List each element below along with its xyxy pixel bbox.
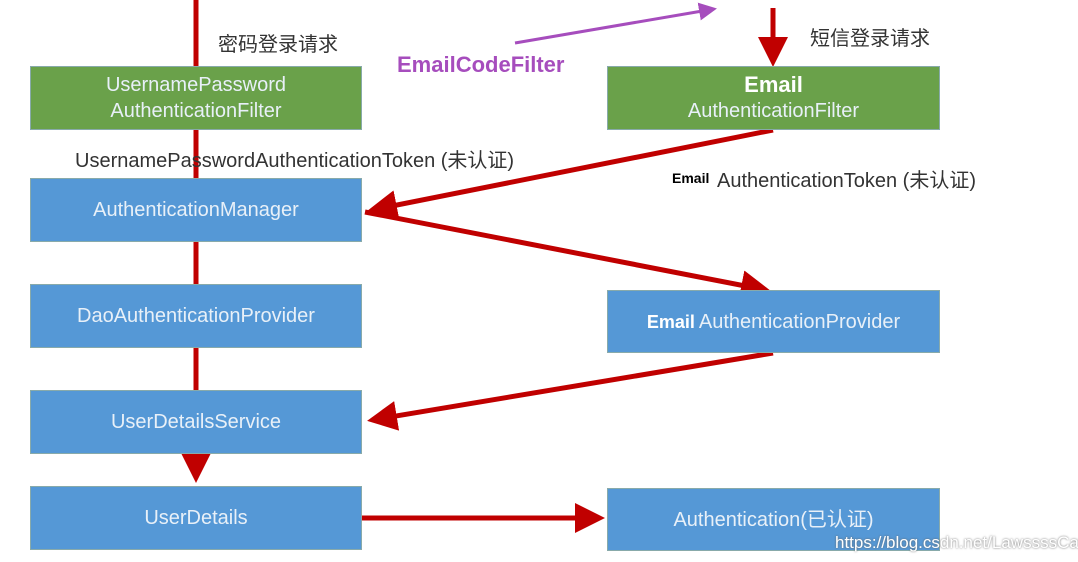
email-code-filter-label: EmailCodeFilter xyxy=(397,52,565,77)
user-details-service-box: UserDetailsService xyxy=(30,390,362,454)
email-provider-box: Email AuthenticationProvider xyxy=(607,290,940,353)
filter-to-manager-arrow xyxy=(367,127,774,220)
email-filter-line1: Email xyxy=(744,72,803,97)
email-token-label: AuthenticationToken (未认证) xyxy=(717,170,977,192)
authentication-box: Authentication(已认证) xyxy=(607,488,940,551)
email-auth-filter-box: Email AuthenticationFilter xyxy=(607,66,940,130)
dao-provider-box: DaoAuthenticationProvider xyxy=(30,284,362,348)
email-token-prefix: Email xyxy=(672,170,710,186)
auth-manager-box: AuthenticationManager xyxy=(30,178,362,242)
up-auth-filter-box: UsernamePassword AuthenticationFilter xyxy=(30,66,362,130)
auth-manager-label: AuthenticationManager xyxy=(93,199,299,221)
provider-to-service-arrow xyxy=(367,350,774,431)
password-request-label: 密码登录请求 xyxy=(218,34,338,56)
up-filter-line2: AuthenticationFilter xyxy=(110,100,282,122)
email-provider-prefix: Email xyxy=(646,311,695,332)
email-filter-line2: AuthenticationFilter xyxy=(687,100,860,122)
sms-request-label: 短信登录请求 xyxy=(810,28,930,50)
manager-to-provider-arrow xyxy=(364,209,771,300)
watermark: https://blog.csdn.net/LawssssCat xyxy=(835,533,1078,552)
user-details-box: UserDetails xyxy=(30,486,362,550)
user-details-service-label: UserDetailsService xyxy=(110,411,282,433)
email-provider-label: AuthenticationProvider xyxy=(698,310,901,333)
up-filter-line1: UsernamePassword xyxy=(105,74,287,96)
email-code-filter-arrow xyxy=(514,2,717,45)
dao-provider-label: DaoAuthenticationProvider xyxy=(77,305,315,327)
user-details-label: UserDetails xyxy=(144,507,248,529)
authentication-label: Authentication(已认证) xyxy=(673,508,874,531)
up-token-label: UsernamePasswordAuthenticationToken (未认证… xyxy=(75,150,515,172)
